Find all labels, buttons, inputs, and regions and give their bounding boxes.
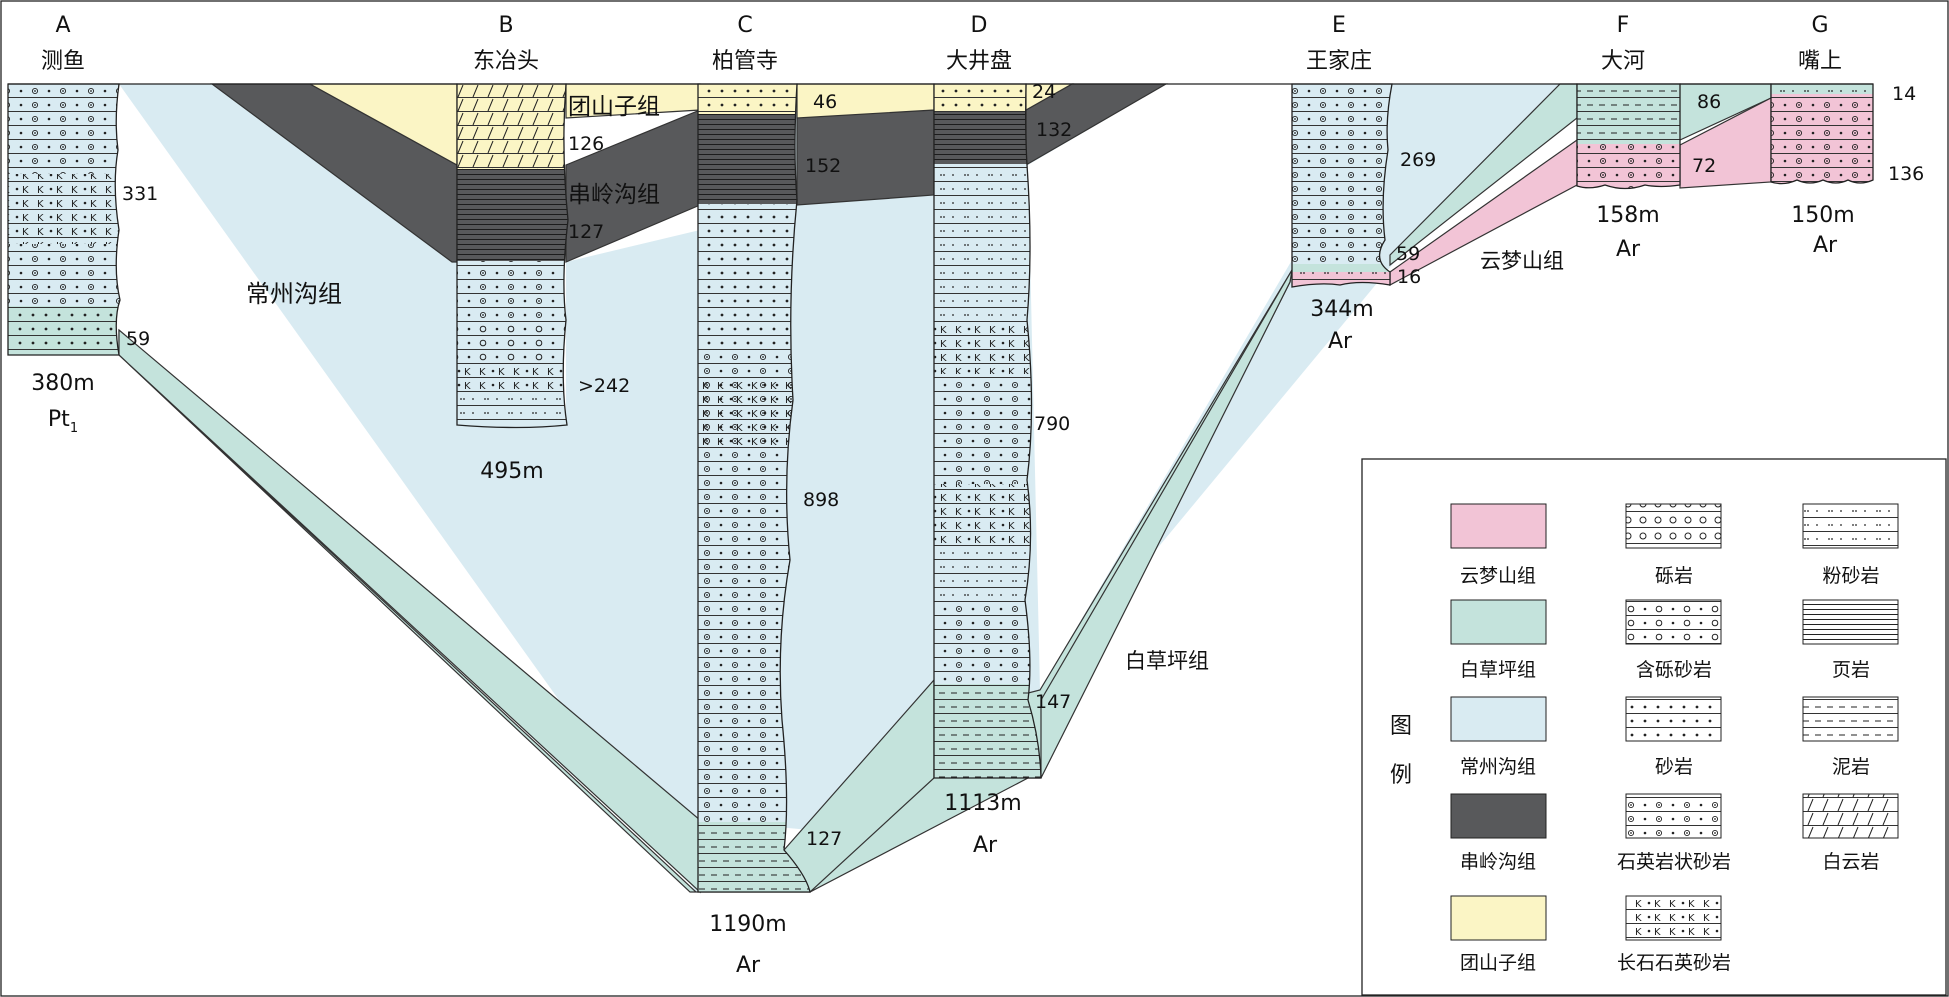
thickness-c-bc: 127 <box>806 828 842 850</box>
thickness-e-ym: 16 <box>1397 266 1421 288</box>
legend-lithology-label: 砾岩 <box>1655 565 1693 587</box>
section-totals: 380m Pt1 495m 1190m Ar 1113m Ar 344m Ar … <box>31 203 1854 978</box>
column-d <box>934 84 1041 778</box>
legend-lithology-label: 泥岩 <box>1832 756 1870 778</box>
section-e-letter: E <box>1332 13 1346 38</box>
label-changzhougou: 常州沟组 <box>246 280 342 308</box>
section-g-total: 150m <box>1791 203 1854 228</box>
thickness-c-ch: 898 <box>803 489 839 511</box>
column-b <box>457 84 568 425</box>
section-a-letter: A <box>55 13 70 38</box>
thickness-g-ym: 136 <box>1888 163 1924 185</box>
thickness-d-cl: 132 <box>1036 119 1072 141</box>
conglomerate-icon <box>1625 503 1722 549</box>
section-c-base: Ar <box>736 953 761 978</box>
thickness-b-ts: 126 <box>568 133 604 155</box>
quartzitic-sandstone-icon <box>1625 793 1722 839</box>
legend: 图 例 云梦山组 白草坪组 常州沟组 串岭沟组 团山子组 砾岩 含砾砂岩 <box>1361 458 1947 996</box>
legend-title-2: 例 <box>1390 763 1412 788</box>
section-f-letter: F <box>1617 13 1630 38</box>
label-chuanlinggou: 串岭沟组 <box>568 182 660 208</box>
changzhougou-band <box>119 84 1560 892</box>
legend-lithology-label: 含砾砂岩 <box>1636 659 1712 681</box>
legend-formation-label: 串岭沟组 <box>1460 851 1536 873</box>
section-d-total: 1113m <box>944 791 1021 816</box>
thickness-d-ch: 790 <box>1034 413 1070 435</box>
legend-formation-label: 团山子组 <box>1460 952 1536 974</box>
section-e-name: 王家庄 <box>1306 49 1372 74</box>
label-baicaoping: 白草坪组 <box>1125 649 1209 673</box>
thickness-a-bc: 59 <box>126 328 150 350</box>
section-d-base: Ar <box>973 833 998 858</box>
legend-lithology-label: 长石石英砂岩 <box>1617 952 1731 974</box>
section-g-base: Ar <box>1813 233 1838 258</box>
thickness-e-ch: 269 <box>1400 149 1436 171</box>
thickness-d-ts: 24 <box>1032 81 1056 103</box>
legend-lithology-label: 页岩 <box>1832 659 1870 681</box>
legend-lithology-label: 白云岩 <box>1822 851 1879 873</box>
thickness-f-ym: 72 <box>1692 155 1716 177</box>
section-a-base: Pt1 <box>48 407 78 436</box>
column-e <box>1292 84 1392 287</box>
arkosic-sandstone-icon <box>1625 895 1722 941</box>
thickness-g-bc: 14 <box>1892 83 1916 105</box>
thickness-b-cl: 127 <box>568 221 604 243</box>
section-c-total: 1190m <box>709 912 786 937</box>
section-g-letter: G <box>1811 13 1828 38</box>
legend-lithology-label: 粉砂岩 <box>1822 565 1879 587</box>
section-b-total: 495m <box>480 459 543 484</box>
dolomite-icon <box>1802 793 1899 839</box>
section-f-base: Ar <box>1616 237 1641 262</box>
thickness-d-bc: 147 <box>1035 691 1071 713</box>
formation-labels: 团山子组 串岭沟组 常州沟组 白草坪组 云梦山组 <box>246 94 1564 673</box>
section-c-letter: C <box>737 13 752 38</box>
thickness-a-ch: 331 <box>122 183 158 205</box>
shale-icon <box>1802 599 1899 645</box>
section-b-name: 东冶头 <box>473 49 539 74</box>
section-a-total: 380m <box>31 371 94 396</box>
legend-lithologies-2: 粉砂岩 页岩 泥岩 白云岩 <box>1802 503 1899 873</box>
thickness-c-ts: 46 <box>813 91 837 113</box>
legend-formation-label: 云梦山组 <box>1460 565 1536 587</box>
legend-lithologies-1: 砾岩 含砾砂岩 砂岩 石英岩状砂岩 长石石英砂岩 <box>1617 503 1731 974</box>
section-d-name: 大井盘 <box>946 49 1012 74</box>
legend-lithology-label: 石英岩状砂岩 <box>1617 851 1731 873</box>
legend-formations: 云梦山组 白草坪组 常州沟组 串岭沟组 团山子组 <box>1450 503 1547 974</box>
thickness-e-bc: 59 <box>1396 243 1420 265</box>
thickness-b-ch: >242 <box>578 375 630 397</box>
legend-formation-label: 常州沟组 <box>1460 756 1536 778</box>
siltstone-icon <box>1802 503 1899 549</box>
mudstone-icon <box>1802 696 1899 742</box>
sandstone-icon <box>1625 696 1722 742</box>
pebbly-sandstone-icon <box>1625 599 1722 645</box>
section-f-name: 大河 <box>1601 49 1645 74</box>
section-g-name: 嘴上 <box>1798 49 1842 74</box>
section-f-total: 158m <box>1596 203 1659 228</box>
section-e-total: 344m <box>1310 297 1373 322</box>
label-yunmengshan: 云梦山组 <box>1480 249 1564 273</box>
thickness-labels: 331 59 126 127 >242 46 152 898 127 24 13… <box>122 81 1924 850</box>
section-d-letter: D <box>971 13 988 38</box>
legend-lithology-label: 砂岩 <box>1655 756 1693 778</box>
thickness-f-bc: 86 <box>1697 91 1721 113</box>
label-tuanshanzi: 团山子组 <box>568 94 660 120</box>
section-a-name: 测鱼 <box>41 49 85 74</box>
column-g <box>1771 84 1873 184</box>
section-e-base: Ar <box>1328 329 1353 354</box>
legend-formation-label: 白草坪组 <box>1460 659 1536 681</box>
column-f <box>1577 84 1680 189</box>
section-c-name: 柏管寺 <box>712 49 778 74</box>
section-headers: A 测鱼 B 东冶头 C 柏管寺 D 大井盘 E 王家庄 F 大河 G 嘴上 <box>41 13 1842 74</box>
thickness-c-cl: 152 <box>805 155 841 177</box>
column-a <box>8 84 120 355</box>
legend-title-1: 图 <box>1390 714 1412 739</box>
section-b-letter: B <box>498 13 513 38</box>
